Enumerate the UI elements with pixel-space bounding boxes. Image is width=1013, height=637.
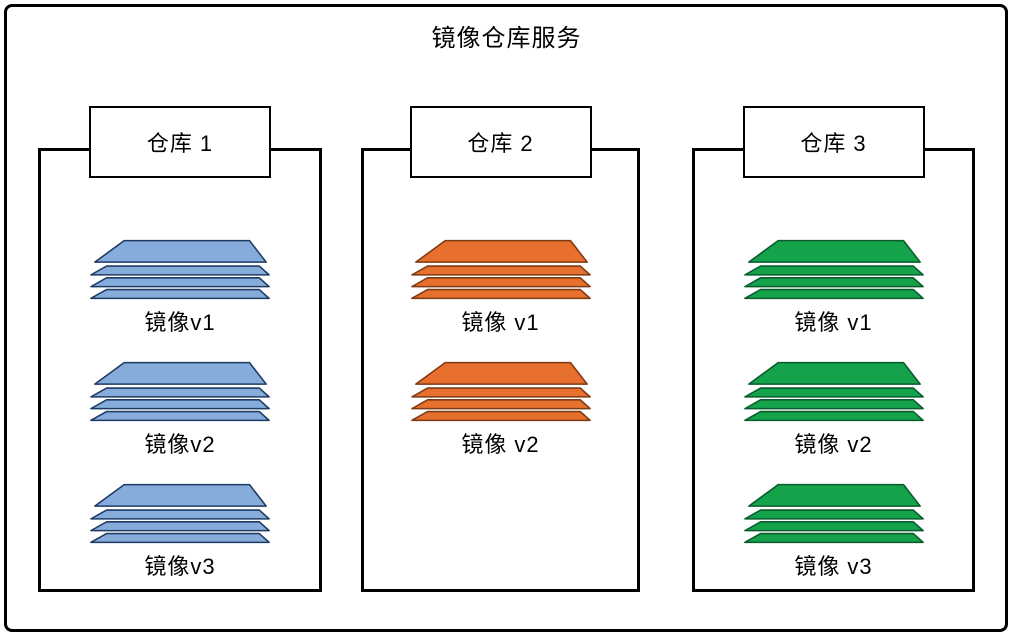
image-stack: 镜像 v1 — [741, 238, 927, 337]
repo-stacks: 镜像v1 镜像v2 镜像v3 — [41, 238, 319, 581]
image-stack: 镜像v3 — [87, 482, 273, 581]
repo-stacks: 镜像 v1 镜像 v2 镜像 v3 — [695, 238, 972, 581]
image-stack: 镜像 v2 — [741, 360, 927, 459]
image-version-label: 镜像 v1 — [794, 310, 873, 335]
diagram-title: 镜像仓库服务 — [431, 25, 582, 52]
layered-image-icon — [410, 361, 591, 422]
layered-image-icon — [410, 239, 591, 300]
layered-image-icon — [90, 483, 270, 544]
image-stack: 镜像 v3 — [741, 482, 927, 581]
image-version-label: 镜像v2 — [144, 432, 216, 457]
repo-stacks: 镜像 v1 镜像 v2 — [364, 238, 637, 459]
image-version-label: 镜像v1 — [144, 310, 216, 335]
repo-box: 仓库 2 镜像 v1 镜像 v2 — [361, 106, 640, 592]
image-version-label: 镜像v3 — [144, 554, 216, 579]
layered-image-icon — [743, 361, 924, 422]
image-stack: 镜像 v1 — [408, 238, 594, 337]
image-stack: 镜像v1 — [87, 238, 273, 337]
repo-box: 仓库 1 镜像v1 镜像v2 镜像v3 — [38, 106, 322, 592]
repo-label: 仓库 2 — [409, 106, 592, 178]
image-version-label: 镜像 v1 — [461, 310, 540, 335]
layered-image-icon — [743, 239, 924, 300]
image-version-label: 镜像 v3 — [794, 554, 873, 579]
repo-label: 仓库 3 — [742, 106, 925, 178]
repo-box: 仓库 3 镜像 v1 镜像 v2 镜像 v3 — [692, 106, 975, 592]
layered-image-icon — [743, 483, 924, 544]
layered-image-icon — [90, 361, 270, 422]
image-version-label: 镜像 v2 — [794, 432, 873, 457]
image-stack: 镜像 v2 — [408, 360, 594, 459]
image-stack: 镜像v2 — [87, 360, 273, 459]
layered-image-icon — [90, 239, 270, 300]
image-version-label: 镜像 v2 — [461, 432, 540, 457]
repo-label: 仓库 1 — [89, 106, 271, 178]
